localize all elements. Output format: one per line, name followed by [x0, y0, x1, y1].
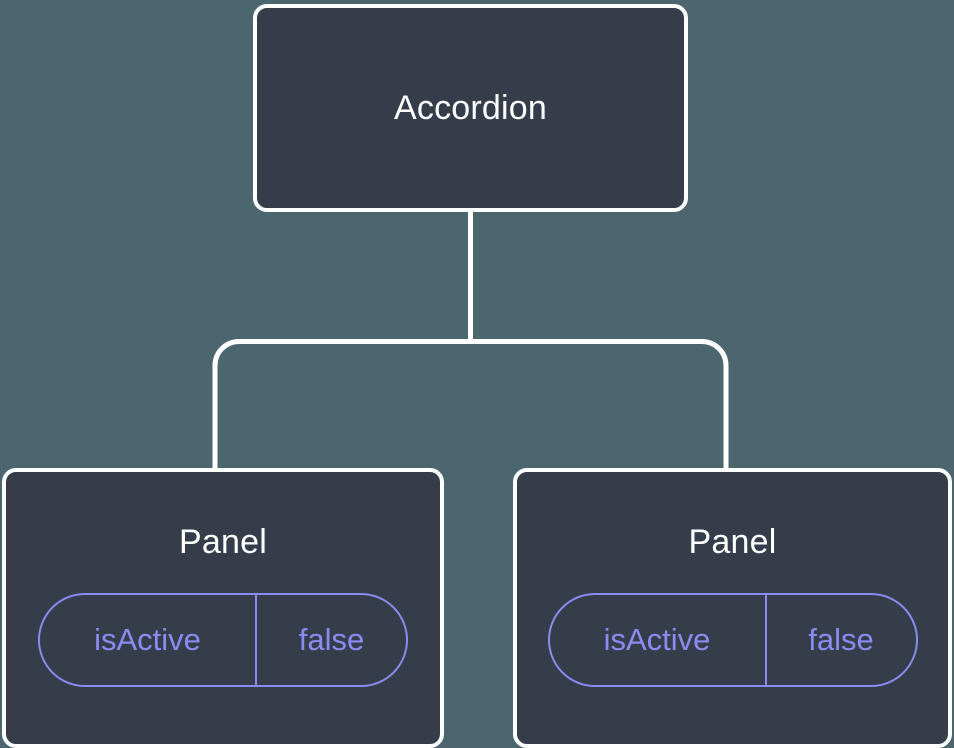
node-accordion-title: Accordion — [394, 89, 547, 127]
state-value: false — [298, 622, 365, 657]
node-panel-left[interactable]: Panel isActive false — [2, 468, 444, 748]
node-panel-right-title: Panel — [688, 523, 777, 561]
state-value: false — [808, 622, 874, 657]
state-key: isActive — [550, 595, 767, 685]
connector-branch-left — [212, 339, 471, 468]
state-badge-panel-right[interactable]: isActive false — [547, 593, 918, 687]
state-badge-panel-left[interactable]: isActive false — [38, 593, 408, 687]
connector-branch-right — [470, 339, 729, 468]
node-panel-left-title: Panel — [179, 523, 267, 561]
node-accordion[interactable]: Accordion — [253, 4, 688, 212]
node-panel-right[interactable]: Panel isActive false — [513, 468, 952, 748]
state-key: isActive — [40, 595, 257, 685]
